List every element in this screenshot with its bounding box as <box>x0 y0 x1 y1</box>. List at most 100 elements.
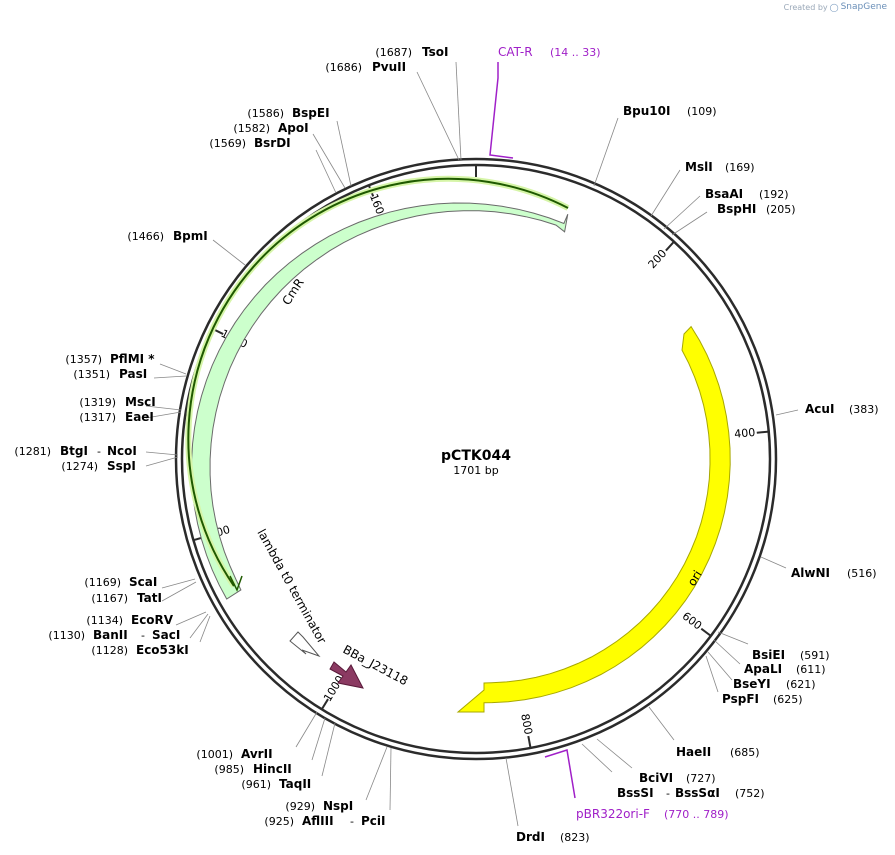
site-name: HincII <box>253 762 292 776</box>
site-pos: (752) <box>735 787 765 800</box>
site-pos: (1274) <box>61 460 98 473</box>
ori-arrow[interactable] <box>456 325 731 713</box>
site-pos: (1586) <box>247 107 284 120</box>
terminator-arrow[interactable] <box>289 631 321 658</box>
site-name: MslI <box>685 160 713 174</box>
site-apali[interactable]: ApaLI (611) <box>744 662 826 676</box>
site-pos: (929) <box>285 800 315 813</box>
site-pos: (823) <box>560 831 590 844</box>
feature-lambda-t0-terminator[interactable]: lambda t0 terminator <box>254 527 329 658</box>
site-pos: (1357) <box>65 353 102 366</box>
site-pos: (925) <box>264 815 294 828</box>
watermark-prefix: Created by <box>783 2 828 12</box>
site-msci[interactable]: (1319) MscI <box>79 395 155 409</box>
site-pos: (1128) <box>91 644 128 657</box>
tick-label: 200 <box>646 247 670 271</box>
primer-cat-r-name: CAT-R <box>498 45 533 59</box>
site-tati[interactable]: (1167) TatI <box>91 591 162 605</box>
site-bseyi[interactable]: BseYI (621) <box>733 677 816 691</box>
site-bsssi[interactable]: BssSI - BssSαI (752) <box>617 786 765 800</box>
site-scai[interactable]: (1169) ScaI <box>84 575 157 589</box>
site-name: BciVI <box>639 771 673 785</box>
site-bsrdi[interactable]: (1569) BsrDI <box>209 136 290 150</box>
site-hincii[interactable]: (985) HincII <box>214 762 291 776</box>
site-sspi[interactable]: (1274) SspI <box>61 459 135 473</box>
site-pos: (625) <box>773 693 803 706</box>
site-sep: - <box>666 787 670 800</box>
tick-mark <box>756 430 769 434</box>
site-pos: (1351) <box>73 368 110 381</box>
site-bsphi[interactable]: BspHI (205) <box>717 202 796 216</box>
site-pos: (205) <box>766 203 796 216</box>
site-pos: (192) <box>759 188 789 201</box>
tick-mark <box>527 735 532 749</box>
feature-ori[interactable]: ori <box>456 325 731 713</box>
tick-mark <box>665 240 675 252</box>
primer-cat-r-range: (14 .. 33) <box>550 46 601 59</box>
site-sep: - <box>97 445 101 458</box>
plasmid-size: 1701 bp <box>453 464 498 477</box>
primer-cat-r[interactable]: CAT-R (14 .. 33) <box>489 45 601 159</box>
site-pos: (516) <box>847 567 877 580</box>
site-name: PflMI * <box>110 352 155 366</box>
site-labels: (1687) TsoI (1686) PvuII (1586) BspEI (1… <box>14 45 878 844</box>
site-bsiei[interactable]: BsiEI (591) <box>752 648 830 662</box>
site-pos: (985) <box>214 763 244 776</box>
site-apoi[interactable]: (1582) ApoI <box>233 121 308 135</box>
site-name-2: SacI <box>152 628 180 642</box>
site-tsoi[interactable]: (1687) TsoI <box>375 45 448 59</box>
site-pos: (1569) <box>209 137 246 150</box>
cmr-arrow[interactable] <box>191 202 569 600</box>
primer-pbr322ori-f[interactable]: pBR322ori-F (770 .. 789) <box>544 749 729 821</box>
site-pos: (1130) <box>48 629 85 642</box>
site-btgi-ncoi[interactable]: (1281) BtgI - NcoI <box>14 444 136 458</box>
site-pos: (961) <box>241 778 271 791</box>
site-acui[interactable]: AcuI (383) <box>805 402 879 416</box>
site-avrii[interactable]: (1001) AvrII <box>196 747 272 761</box>
tick-label: 600 <box>680 610 705 633</box>
site-ecorv[interactable]: (1134) EcoRV <box>86 613 173 627</box>
site-bspei[interactable]: (1586) BspEI <box>247 106 329 120</box>
site-name: BpmI <box>173 229 208 243</box>
site-pspfi[interactable]: PspFI (625) <box>722 692 803 706</box>
feature-bba-j23118[interactable]: BBa_J23118 <box>329 642 410 689</box>
site-nspi[interactable]: (929) NspI <box>285 799 353 813</box>
site-eco53ki[interactable]: (1128) Eco53kI <box>91 643 188 657</box>
primer-pbr322ori-f-name: pBR322ori-F <box>576 807 650 821</box>
site-alwni[interactable]: AlwNI (516) <box>791 566 877 580</box>
site-msli[interactable]: MslI (169) <box>685 160 755 174</box>
site-banii-saci[interactable]: (1130) BanII - SacI <box>48 628 180 642</box>
site-name: TsoI <box>422 45 448 59</box>
site-pos: (1134) <box>86 614 123 627</box>
site-bpmi[interactable]: (1466) BpmI <box>127 229 207 243</box>
site-pos: (1317) <box>79 411 116 424</box>
site-pos: (1281) <box>14 445 51 458</box>
snapgene-logo-icon: ◯ <box>829 2 839 12</box>
site-pos: (1582) <box>233 122 270 135</box>
site-name-2: PciI <box>361 814 386 828</box>
site-name: HaeII <box>676 745 711 759</box>
site-pos: (727) <box>686 772 716 785</box>
site-leader-lines <box>145 61 799 827</box>
site-pflmi[interactable]: (1357) PflMI * <box>65 352 155 366</box>
site-name: AvrII <box>241 747 273 761</box>
site-eaei[interactable]: (1317) EaeI <box>79 410 153 424</box>
site-bcivi[interactable]: BciVI (727) <box>639 771 716 785</box>
site-haeii[interactable]: HaeII (685) <box>676 745 760 759</box>
site-name: AlwNI <box>791 566 830 580</box>
promoter-arrow[interactable] <box>329 661 364 689</box>
site-pvuii[interactable]: (1686) PvuII <box>325 60 406 74</box>
site-afliii-pcii[interactable]: (925) AflIII - PciI <box>264 814 385 828</box>
site-taqii[interactable]: (961) TaqII <box>241 777 311 791</box>
site-bpu10i[interactable]: Bpu10I (109) <box>623 104 717 118</box>
plasmid-name: pCTK044 <box>441 448 511 464</box>
site-pasi[interactable]: (1351) PasI <box>73 367 147 381</box>
site-name: MscI <box>125 395 156 409</box>
site-pos: (1167) <box>91 592 128 605</box>
site-drdi[interactable]: DrdI (823) <box>516 830 590 844</box>
site-pos: (1687) <box>375 46 412 59</box>
site-pos: (591) <box>800 649 830 662</box>
site-bsaai[interactable]: BsaAI (192) <box>705 187 789 201</box>
site-pos: (383) <box>849 403 879 416</box>
